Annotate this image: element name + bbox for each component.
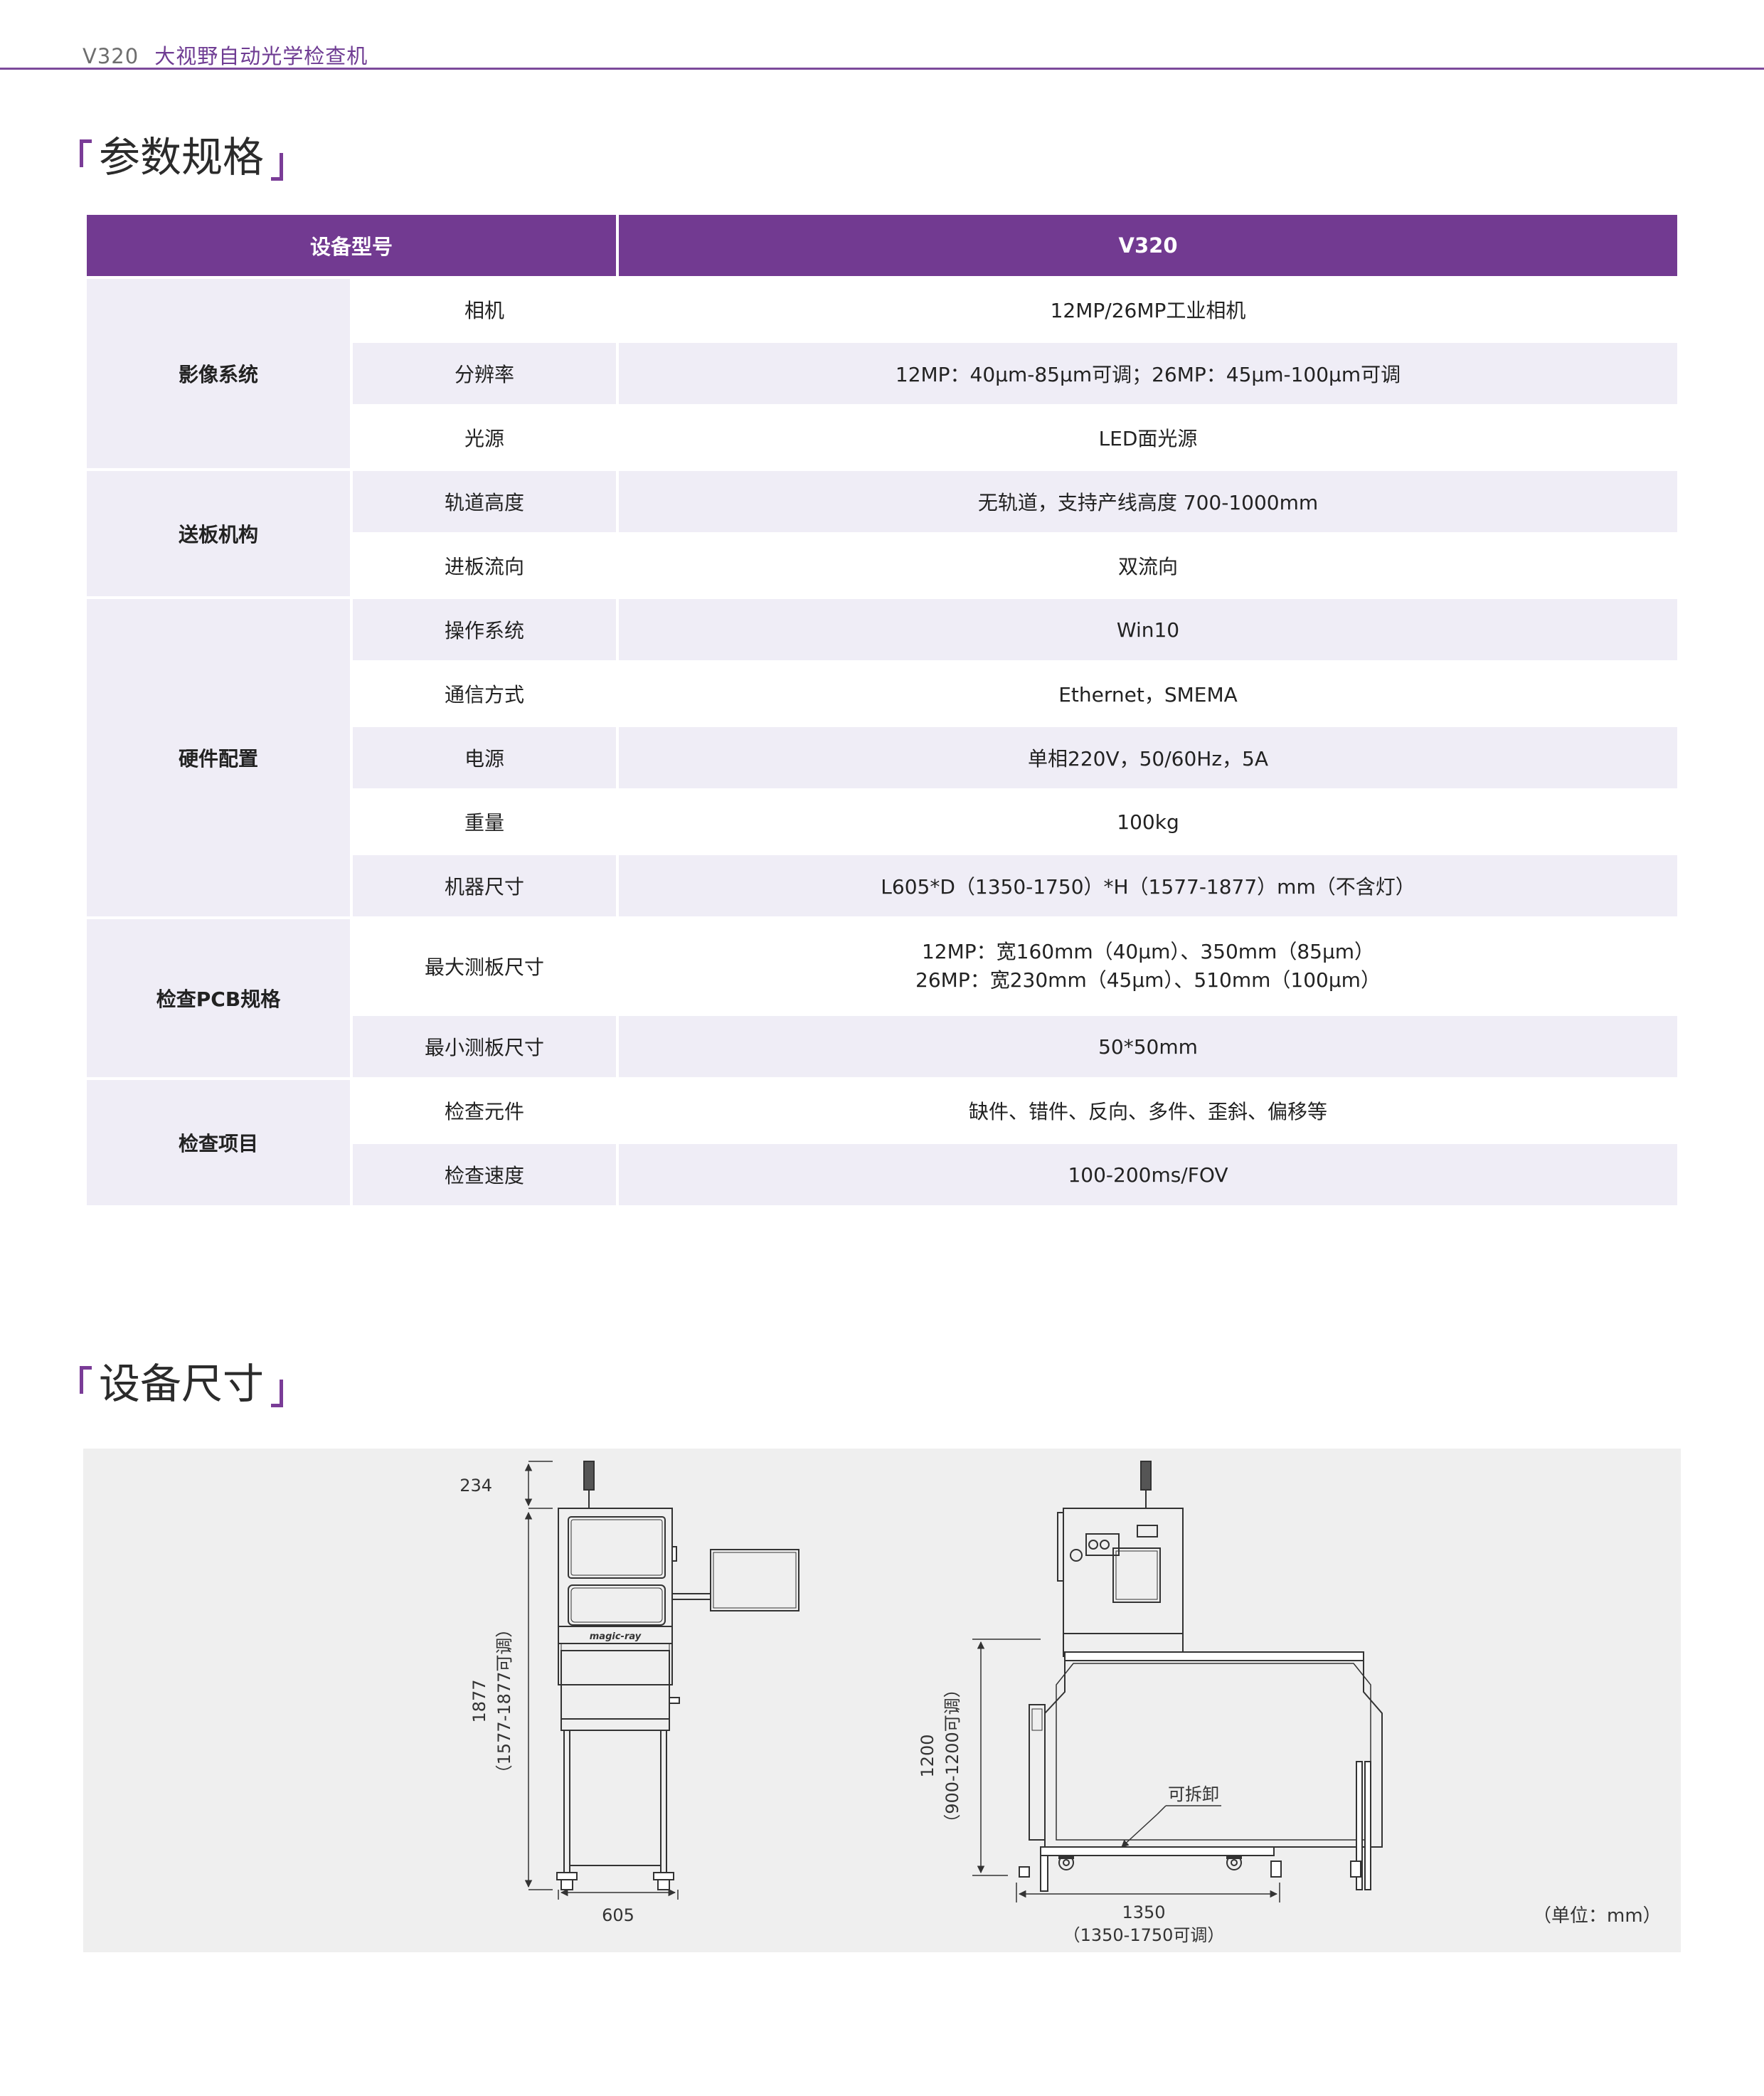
page-header: V320 大视野自动光学检查机 bbox=[0, 0, 1764, 71]
param-value: 100-200ms/FOV bbox=[619, 1144, 1677, 1205]
dimension-drawing: magic-ray 234 1877 （1577-1877可调） bbox=[459, 1461, 1383, 1945]
signal-light-icon bbox=[583, 1461, 595, 1491]
front-dim-height-range: （1577-1877可调） bbox=[494, 1621, 514, 1782]
param-value: 无轨道，支持产线高度 700-1000mm bbox=[619, 471, 1677, 532]
front-lower-cabinet bbox=[560, 1650, 670, 1720]
table-row: 最小测板尺寸 50*50mm bbox=[87, 1016, 1677, 1077]
table-row: 检查PCB规格 最大测板尺寸 12MP：宽160mm（40μm）、350mm（8… bbox=[87, 919, 1677, 1077]
param-name: 检查速度 bbox=[353, 1144, 617, 1205]
param-name: 最小测板尺寸 bbox=[353, 1016, 617, 1077]
front-panel bbox=[568, 1584, 666, 1626]
header-title: 大视野自动光学检查机 bbox=[154, 44, 368, 68]
table-row: 光源 LED面光源 bbox=[87, 407, 1677, 468]
param-name: 相机 bbox=[353, 279, 617, 340]
param-value: 缺件、错件、反向、多件、歪斜、偏移等 bbox=[619, 1080, 1677, 1141]
param-name: 检查元件 bbox=[353, 1080, 617, 1141]
table-head-model-value: V320 bbox=[619, 215, 1677, 276]
header-text: V320 大视野自动光学检查机 bbox=[83, 40, 368, 70]
front-dim-height: 1877 bbox=[469, 1679, 489, 1722]
side-dim-height-range: （900-1200可调） bbox=[942, 1680, 962, 1831]
dimension-drawing-panel: magic-ray 234 1877 （1577-1877可调） bbox=[83, 1449, 1681, 1952]
unit-note: （单位：mm） bbox=[1533, 1905, 1662, 1927]
table-row: 影像系统 相机 12MP/26MP工业相机 bbox=[87, 279, 1677, 468]
table-row: 分辨率 12MP：40μm-85μm可调；26MP：45μm-100μm可调 bbox=[87, 343, 1677, 404]
param-name: 机器尺寸 bbox=[353, 855, 617, 916]
side-view-drawing: 可拆卸 1200 （900-1200可调） 1350 （1350-1750可调） bbox=[918, 1461, 1383, 1945]
control-panel-icon bbox=[1085, 1533, 1120, 1556]
param-name: 电源 bbox=[353, 727, 617, 788]
param-name: 重量 bbox=[353, 791, 617, 852]
table-row: 检查速度 100-200ms/FOV bbox=[87, 1144, 1677, 1205]
table-row: 检查项目 检查元件 缺件、错件、反向、多件、歪斜、偏移等 bbox=[87, 1080, 1677, 1205]
signal-light-icon bbox=[1140, 1461, 1152, 1491]
param-name: 光源 bbox=[353, 407, 617, 468]
side-door bbox=[1112, 1547, 1161, 1603]
param-value: 双流向 bbox=[619, 535, 1677, 596]
bracket-open-icon bbox=[80, 139, 92, 167]
front-logo: magic-ray bbox=[590, 1631, 642, 1642]
bracket-open-icon bbox=[80, 1366, 92, 1394]
param-name: 最大测板尺寸 bbox=[353, 919, 617, 1013]
param-name: 操作系统 bbox=[353, 599, 617, 660]
header-model: V320 bbox=[83, 44, 139, 68]
param-value: 50*50mm bbox=[619, 1016, 1677, 1077]
side-dim-depth: 1350 bbox=[1122, 1902, 1165, 1922]
bracket-close-icon bbox=[271, 1380, 284, 1407]
table-row: 重量 100kg bbox=[87, 791, 1677, 852]
param-value: 单相220V，50/60Hz，5A bbox=[619, 727, 1677, 788]
table-row: 硬件配置 操作系统 Win10 bbox=[87, 599, 1677, 916]
monitor-icon bbox=[710, 1549, 799, 1611]
bracket-close-icon bbox=[271, 153, 284, 181]
header-divider bbox=[0, 68, 1764, 70]
param-value: Ethernet，SMEMA bbox=[619, 663, 1677, 724]
spec-table: 设备型号 V320 影像系统 相机 12MP/26MP工业相机 分辨率 12MP… bbox=[84, 212, 1680, 1208]
side-dim-height: 1200 bbox=[918, 1734, 937, 1777]
front-view-drawing: magic-ray 234 1877 （1577-1877可调） bbox=[459, 1461, 799, 1925]
detachable-base bbox=[1040, 1846, 1275, 1856]
specs-section-title: 参数规格 bbox=[80, 137, 284, 181]
param-value-line: 12MP：宽160mm（40μm）、350mm（85μm） bbox=[921, 940, 1375, 963]
front-dim-top: 234 bbox=[459, 1476, 492, 1496]
front-dim-width: 605 bbox=[602, 1905, 634, 1925]
param-name: 进板流向 bbox=[353, 535, 617, 596]
front-upper-cabinet bbox=[558, 1508, 673, 1685]
category-cell: 送板机构 bbox=[87, 471, 350, 596]
category-cell: 硬件配置 bbox=[87, 599, 350, 916]
param-name: 轨道高度 bbox=[353, 471, 617, 532]
table-row: 进板流向 双流向 bbox=[87, 535, 1677, 596]
category-cell: 检查PCB规格 bbox=[87, 919, 350, 1077]
param-value: 12MP/26MP工业相机 bbox=[619, 279, 1677, 340]
category-cell: 影像系统 bbox=[87, 279, 350, 468]
param-name: 分辨率 bbox=[353, 343, 617, 404]
table-head-model-label: 设备型号 bbox=[87, 215, 617, 276]
param-value: 12MP：宽160mm（40μm）、350mm（85μm） 26MP：宽230m… bbox=[619, 919, 1677, 1013]
specs-title-text: 参数规格 bbox=[99, 133, 265, 181]
detachable-label: 可拆卸 bbox=[1168, 1784, 1219, 1804]
param-value: Win10 bbox=[619, 599, 1677, 660]
front-window bbox=[568, 1516, 666, 1579]
param-value: L605*D（1350-1750）*H（1577-1877）mm（不含灯） bbox=[619, 855, 1677, 916]
param-value: LED面光源 bbox=[619, 407, 1677, 468]
param-value: 12MP：40μm-85μm可调；26MP：45μm-100μm可调 bbox=[619, 343, 1677, 404]
dims-title-text: 设备尺寸 bbox=[99, 1360, 265, 1408]
table-row: 通信方式 Ethernet，SMEMA bbox=[87, 663, 1677, 724]
table-row: 送板机构 轨道高度 无轨道，支持产线高度 700-1000mm bbox=[87, 471, 1677, 596]
category-cell: 检查项目 bbox=[87, 1080, 350, 1205]
param-value: 100kg bbox=[619, 791, 1677, 852]
side-dim-depth-range: （1350-1750可调） bbox=[1063, 1925, 1225, 1945]
param-value-line: 26MP：宽230mm（45μm）、510mm（100μm） bbox=[915, 968, 1381, 992]
table-row: 电源 单相220V，50/60Hz，5A bbox=[87, 727, 1677, 788]
dims-section-title: 设备尺寸 bbox=[80, 1363, 284, 1407]
table-row: 机器尺寸 L605*D（1350-1750）*H（1577-1877）mm（不含… bbox=[87, 855, 1677, 916]
param-name: 通信方式 bbox=[353, 663, 617, 724]
